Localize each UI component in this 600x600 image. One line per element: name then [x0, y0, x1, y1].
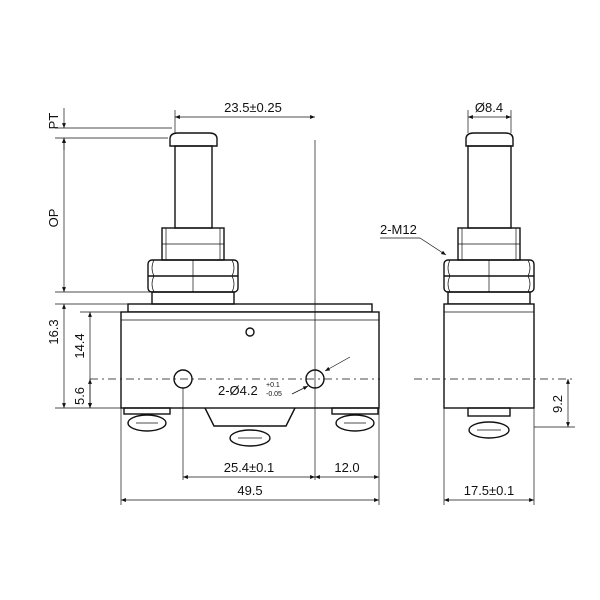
- dim-25-4: 25.4±0.1: [224, 460, 275, 475]
- dim-5-6: 5.6: [72, 387, 87, 405]
- side-washer: [447, 291, 531, 305]
- side-view: Ø8.4 2-M12 9.2 17.5±0.1: [380, 100, 575, 505]
- dim-49-5: 49.5: [237, 483, 262, 498]
- dim-14-4: 14.4: [72, 333, 87, 358]
- dim-9-2: 9.2: [550, 395, 565, 413]
- hole-tol-lower: -0.05: [266, 391, 282, 398]
- plunger-cap: [169, 132, 218, 147]
- indicator-dot: [245, 327, 255, 337]
- side-terminal: [467, 407, 511, 439]
- hex-nut-front: [147, 259, 239, 293]
- switch-body-side: [443, 303, 535, 409]
- side-plunger-cap: [465, 132, 514, 147]
- plunger-shaft: [174, 145, 213, 229]
- terminal-center: [204, 407, 296, 447]
- side-plunger-shaft: [467, 145, 512, 229]
- dim-17-5: 17.5±0.1: [464, 483, 515, 498]
- dim-op: OP: [46, 209, 61, 228]
- hex-nut-side: [443, 259, 535, 293]
- dim-16-3: 16.3: [46, 319, 61, 344]
- dim-12-0: 12.0: [334, 460, 359, 475]
- dim-diameter: Ø8.4: [475, 100, 503, 115]
- hole-callout: 2-Ø4.2: [218, 383, 258, 398]
- mount-flange: [127, 303, 373, 313]
- thread-label: 2-M12: [380, 222, 417, 237]
- dim-23-5: 23.5±0.25: [224, 100, 282, 115]
- front-view: PT OP 16.3 14.4 5.6 23.5±0.25 2-Ø4.2 +0.…: [46, 100, 380, 505]
- washer-front: [151, 291, 235, 305]
- terminal-left: [123, 407, 171, 432]
- terminal-right: [331, 407, 379, 432]
- hole-tol-upper: +0.1: [266, 382, 280, 389]
- dim-pt: PT: [46, 113, 61, 130]
